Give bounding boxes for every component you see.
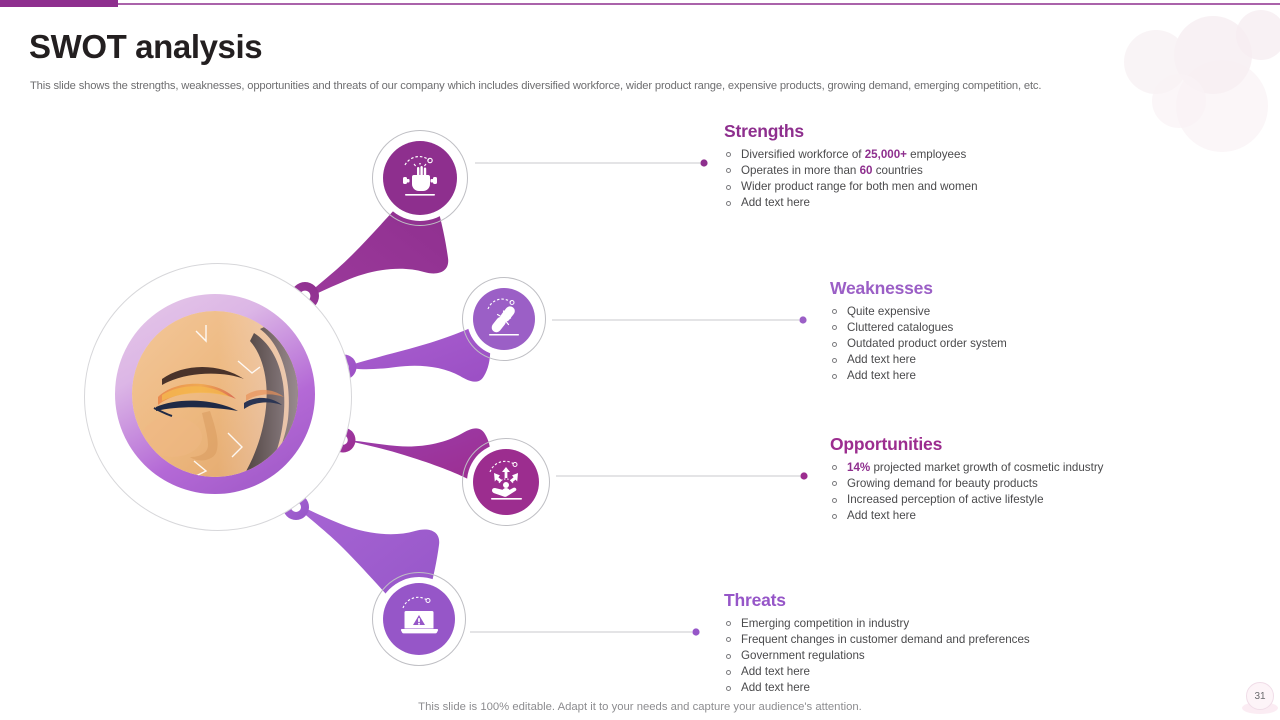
leader-line-threats <box>470 628 700 636</box>
page-subtitle: This slide shows the strengths, weakness… <box>30 80 1042 92</box>
list-item-text: Add text here <box>741 196 810 210</box>
list-item-text: Growing demand for beauty products <box>847 477 1038 491</box>
bullet-icon <box>832 373 837 379</box>
quadrant-weaknesses: Weaknesses Quite expensive Cluttered cat… <box>830 278 1007 384</box>
list-item: Add text here <box>830 352 1007 368</box>
broken-chain-icon <box>473 288 535 350</box>
list-item: Government regulations <box>724 648 1030 664</box>
icon-node-threats[interactable] <box>372 572 466 666</box>
bullet-icon <box>832 465 837 471</box>
list-item: Quite expensive <box>830 304 1007 320</box>
node-outline <box>372 572 466 666</box>
bullet-icon <box>726 184 731 190</box>
leader-line-opportunities <box>556 472 808 480</box>
list-item-text: Add text here <box>741 665 810 679</box>
list-item-text: Operates in more than 60 countries <box>741 164 923 178</box>
list-item-text: 14% projected market growth of cosmetic … <box>847 461 1104 474</box>
leader-line-strengths <box>475 159 708 167</box>
bullet-icon <box>832 481 837 487</box>
heading-opportunities: Opportunities <box>830 434 943 454</box>
list-item: Growing demand for beauty products <box>830 476 1103 492</box>
fist-dumbbell-icon <box>383 141 457 215</box>
list-item: Frequent changes in customer demand and … <box>724 632 1030 648</box>
bullet-icon <box>832 325 837 331</box>
quadrant-strengths: Strengths Diversified workforce of 25,00… <box>724 121 978 211</box>
leader-line-weaknesses <box>552 316 807 324</box>
bullet-icon <box>726 637 731 643</box>
heading-weaknesses: Weaknesses <box>830 278 933 298</box>
bullet-icon <box>832 513 837 519</box>
icon-node-weaknesses[interactable] <box>462 277 546 361</box>
list-item-text: Diversified workforce of 25,000+ employe… <box>741 148 967 161</box>
list-item-text: Add text here <box>847 369 916 383</box>
list-weaknesses: Quite expensive Cluttered catalogues Out… <box>830 304 1007 384</box>
icon-node-opportunities[interactable] <box>462 438 550 526</box>
bullet-icon <box>726 152 731 158</box>
page-title: SWOT analysis <box>29 28 263 65</box>
list-item-text: Add text here <box>847 509 916 523</box>
list-item-text: Wider product range for both men and wom… <box>741 180 978 194</box>
list-item-text: Cluttered catalogues <box>847 321 954 335</box>
node-outline <box>462 277 546 361</box>
bullet-icon <box>832 309 837 315</box>
list-item: Diversified workforce of 25,000+ employe… <box>724 147 978 163</box>
top-accent-bar <box>0 0 118 7</box>
bullet-icon <box>726 168 731 174</box>
list-item: Add text here <box>830 368 1007 384</box>
list-item: Increased perception of active lifestyle <box>830 492 1103 508</box>
page-number-badge: 31 <box>1246 682 1274 710</box>
laptop-warning-hook-icon <box>383 583 455 655</box>
list-item-text: Increased perception of active lifestyle <box>847 493 1044 507</box>
list-threats: Emerging competition in industry Frequen… <box>724 616 1030 696</box>
list-item-text: Frequent changes in customer demand and … <box>741 633 1030 647</box>
bullet-icon <box>726 621 731 627</box>
list-item: Wider product range for both men and wom… <box>724 179 978 195</box>
list-item: Add text here <box>724 195 978 211</box>
list-item: Add text here <box>830 508 1103 524</box>
hub-portrait-photo <box>132 311 298 477</box>
list-item: Emerging competition in industry <box>724 616 1030 632</box>
list-item: Add text here <box>724 680 1030 696</box>
top-accent-line <box>0 3 1280 5</box>
list-item-text: Add text here <box>741 681 810 695</box>
icon-node-strengths[interactable] <box>372 130 468 226</box>
list-item: Outdated product order system <box>830 336 1007 352</box>
bullet-icon <box>726 669 731 675</box>
bullet-icon <box>832 497 837 503</box>
list-strengths: Diversified workforce of 25,000+ employe… <box>724 147 978 211</box>
bullet-icon <box>726 685 731 691</box>
footer-note: This slide is 100% editable. Adapt it to… <box>418 701 862 713</box>
bullet-icon <box>832 341 837 347</box>
hand-person-arrows-icon <box>473 449 539 515</box>
node-outline <box>462 438 550 526</box>
list-item: Add text here <box>724 664 1030 680</box>
bullet-icon <box>726 653 731 659</box>
list-item-text: Quite expensive <box>847 305 931 318</box>
list-opportunities: 14% projected market growth of cosmetic … <box>830 460 1103 524</box>
quadrant-threats: Threats Emerging competition in industry… <box>724 590 1030 696</box>
list-item: Operates in more than 60 countries <box>724 163 978 179</box>
list-item-text: Emerging competition in industry <box>741 617 910 630</box>
node-outline <box>372 130 468 226</box>
heading-threats: Threats <box>724 590 786 610</box>
bullet-icon <box>726 200 731 206</box>
list-item-text: Government regulations <box>741 649 865 663</box>
list-item-text: Add text here <box>847 353 916 367</box>
list-item: Cluttered catalogues <box>830 320 1007 336</box>
list-item-text: Outdated product order system <box>847 337 1007 351</box>
quadrant-opportunities: Opportunities 14% projected market growt… <box>830 434 1103 524</box>
list-item: 14% projected market growth of cosmetic … <box>830 460 1103 476</box>
heading-strengths: Strengths <box>724 121 804 141</box>
bullet-icon <box>832 357 837 363</box>
